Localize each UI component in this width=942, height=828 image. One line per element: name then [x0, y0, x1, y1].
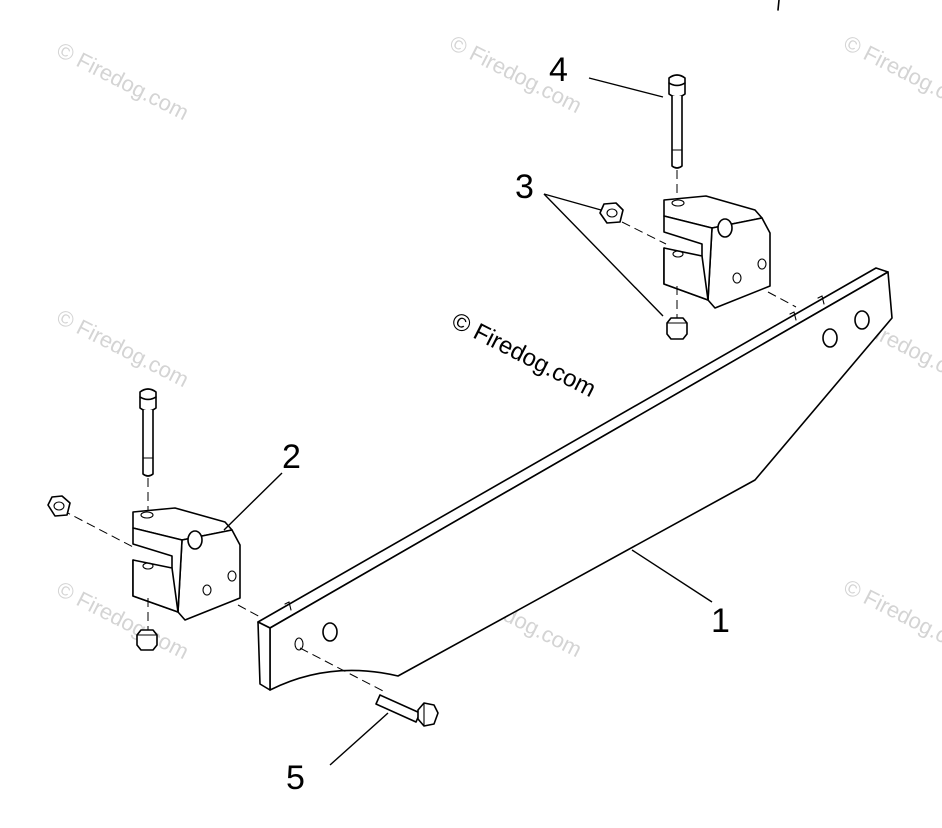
callout-2: 2: [282, 438, 301, 476]
left-bracket: [47, 388, 263, 651]
callout-3: 3: [515, 168, 534, 206]
watermark-1: © Firedog.com: [53, 37, 193, 125]
callout-5: 5: [286, 759, 305, 797]
right-hex-nut-icon-1: [599, 202, 624, 224]
pin-hex-bolt-icon: [299, 647, 439, 727]
edge-mark: [777, 0, 780, 11]
watermark-4: © Firedog.com: [53, 304, 193, 392]
leader-lines: [223, 77, 713, 766]
watermark-8: © Firedog.com: [840, 574, 942, 662]
callout-1: 1: [711, 602, 730, 640]
right-bracket: [599, 74, 797, 340]
right-hex-nut-icon-2: [666, 317, 688, 340]
frame-plate-icon: [257, 267, 893, 691]
callout-4: 4: [549, 51, 568, 89]
left-hex-nut-icon-2: [136, 629, 158, 651]
right-hex-bolt-icon: [668, 74, 686, 169]
watermark-3: © Firedog.com: [840, 30, 942, 118]
center-watermark: © Firedog.com: [447, 307, 600, 403]
left-hex-bolt-icon: [139, 388, 157, 477]
left-hex-nut-icon-1: [47, 495, 71, 517]
